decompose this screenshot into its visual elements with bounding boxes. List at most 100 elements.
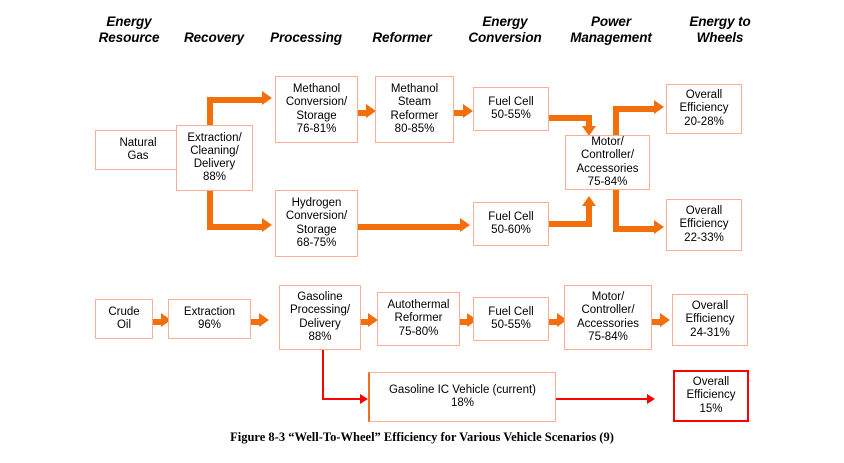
connector-extraction-up-vertical [207, 97, 213, 127]
arrowhead-methanol-to-reformer [366, 104, 376, 118]
node-line4: 75-84% [587, 175, 628, 188]
node-extraction-oil[interactable]: Extraction 96% [168, 299, 251, 339]
arrowhead-reformer-to-fuelcell [463, 104, 473, 118]
arrowhead-autothermal-to-fuelcell [467, 313, 477, 327]
column-header-processing: Processing [256, 30, 356, 46]
connector-reformer-to-fuelcell [454, 110, 466, 116]
node-crude-oil[interactable]: Crude Oil [95, 299, 153, 339]
node-line2: Controller/ [580, 149, 635, 162]
column-header-recovery: Recovery [168, 30, 260, 46]
node-line2: 50-55% [491, 109, 531, 121]
node-line3: 20-28% [684, 115, 724, 128]
connector-extraction-up-horizontal [207, 97, 264, 103]
node-line2: 50-55% [491, 319, 531, 331]
arrowhead-fuelcell-h2-to-motor [582, 196, 596, 206]
node-line1: Extraction [183, 305, 236, 318]
column-header-line1: Processing [270, 30, 342, 45]
node-line2: Conversion/ [285, 210, 348, 223]
column-header-energy-conversion: Energy Conversion [455, 14, 555, 46]
node-line2: Cleaning/ [190, 144, 239, 157]
column-header-reformer: Reformer [358, 30, 446, 46]
column-header-energy-resource: Energy Resource [83, 14, 175, 46]
connector-extraction-to-gasoline [250, 319, 262, 325]
node-line3: 22-33% [684, 231, 724, 244]
node-extraction-cleaning-delivery[interactable]: Extraction/ Cleaning/ Delivery 88% [176, 125, 253, 191]
node-line2: Efficiency [679, 218, 729, 231]
node-line1: Overall [692, 376, 730, 389]
arrowhead-extraction-to-methanol [262, 91, 272, 105]
arrowhead-gasoline-to-icv [360, 394, 368, 404]
node-line4: 88% [308, 330, 332, 343]
node-fuel-cell-gasoline[interactable]: Fuel Cell 50-55% [473, 297, 549, 341]
node-line3: 15% [699, 402, 723, 415]
connector-fuelcell-meoh-to-motor-v [586, 115, 592, 129]
node-line2: 96% [197, 319, 221, 331]
node-overall-efficiency-gasoline[interactable]: Overall Efficiency 24-31% [672, 294, 748, 346]
connector-autothermal-to-fuelcell [458, 319, 470, 325]
node-line1: Fuel Cell [488, 305, 534, 318]
node-gasoline-ic-vehicle[interactable]: Gasoline IC Vehicle (current) 18% [368, 372, 556, 422]
node-line1: Methanol [390, 83, 439, 96]
node-overall-efficiency-hydrogen[interactable]: Overall Efficiency 22-33% [666, 199, 742, 251]
connector-icv-to-overall-ic [555, 398, 650, 400]
node-line4: 88% [202, 171, 226, 184]
node-line1: Gasoline IC Vehicle (current) [388, 383, 536, 396]
node-line2: Gas [127, 150, 149, 162]
column-header-line1: Energy [482, 14, 528, 29]
arrowhead-motor-to-overall-meoh [654, 100, 664, 114]
arrowhead-hydrogen-to-fuelcell [460, 218, 470, 232]
arrowhead-extraction-to-hydrogen [262, 218, 272, 232]
node-line1: Extraction/ [187, 131, 242, 144]
node-overall-efficiency-methanol[interactable]: Overall Efficiency 20-28% [666, 84, 742, 134]
node-line1: Gasoline [297, 291, 343, 304]
connector-crudeoil-to-extraction [152, 319, 164, 325]
column-header-line2: Conversion [468, 30, 542, 45]
column-header-line1: Recovery [184, 30, 244, 45]
node-line1: Motor/ [591, 136, 624, 149]
connector-extraction-down-horizontal [207, 224, 264, 230]
node-line2: Processing/ [289, 304, 351, 317]
node-hydrogen-conversion-storage[interactable]: Hydrogen Conversion/ Storage 68-75% [275, 190, 358, 257]
arrowhead-motor-to-overall-h2 [654, 220, 664, 234]
node-fuel-cell-hydrogen[interactable]: Fuel Cell 50-60% [473, 202, 549, 246]
arrowhead-crudeoil-to-extraction [161, 313, 171, 327]
connector-methanol-to-reformer [357, 110, 369, 116]
column-header-line1: Energy [689, 14, 735, 29]
column-header-power-management: Power Management [556, 14, 666, 46]
node-autothermal-reformer[interactable]: Autothermal Reformer 75-80% [377, 292, 460, 346]
node-motor-controller-accessories-bottom[interactable]: Motor/ Controller/ Accessories 75-84% [564, 285, 652, 350]
node-line1: Autothermal [387, 299, 450, 312]
node-line3: 24-31% [690, 326, 730, 339]
node-fuel-cell-methanol[interactable]: Fuel Cell 50-55% [473, 87, 549, 131]
arrowhead-extraction-to-gasoline [259, 313, 269, 327]
arrowhead-fuelcell-gas-to-motor [557, 313, 567, 327]
node-line3: 75-80% [398, 325, 439, 338]
connector-extraction-down-vertical [207, 188, 213, 230]
connector-fuelcell-gas-to-motor [548, 319, 560, 325]
node-line1: Motor/ [591, 291, 625, 304]
connector-motor-to-overall-meoh-h [613, 106, 657, 112]
node-overall-efficiency-ic-vehicle[interactable]: Overall Efficiency 15% [673, 370, 749, 422]
node-natural-gas[interactable]: Natural Gas [95, 130, 181, 170]
connector-motor-to-overall-h2-v [613, 188, 619, 232]
connector-gasoline-to-autothermal [359, 319, 371, 325]
node-line1: Natural [119, 136, 157, 149]
node-line1: Methanol [292, 83, 341, 96]
node-line1: Overall [691, 300, 729, 313]
connector-fuelcell-h2-to-motor-v [586, 205, 592, 227]
column-header-line1: Energy [106, 14, 152, 29]
node-line2: Efficiency [679, 102, 729, 115]
node-motor-controller-accessories-top[interactable]: Motor/ Controller/ Accessories 75-84% [565, 135, 650, 190]
arrowhead-motor-to-overall-gas [660, 313, 670, 327]
column-header-line1: Power [590, 14, 631, 29]
node-line3: Delivery [299, 317, 341, 330]
node-methanol-conversion-storage[interactable]: Methanol Conversion/ Storage 76-81% [275, 76, 358, 143]
node-methanol-steam-reformer[interactable]: Methanol Steam Reformer 80-85% [375, 76, 454, 143]
node-gasoline-processing-delivery[interactable]: Gasoline Processing/ Delivery 88% [279, 285, 361, 350]
figure-caption: Figure 8-3 “Well-To-Wheel” Efficiency fo… [230, 430, 614, 444]
connector-motor-to-overall-gas [651, 319, 663, 325]
node-line3: Accessories [576, 162, 639, 175]
connector-fuelcell-meoh-to-motor-h [548, 115, 592, 121]
node-line4: 80-85% [394, 122, 435, 135]
